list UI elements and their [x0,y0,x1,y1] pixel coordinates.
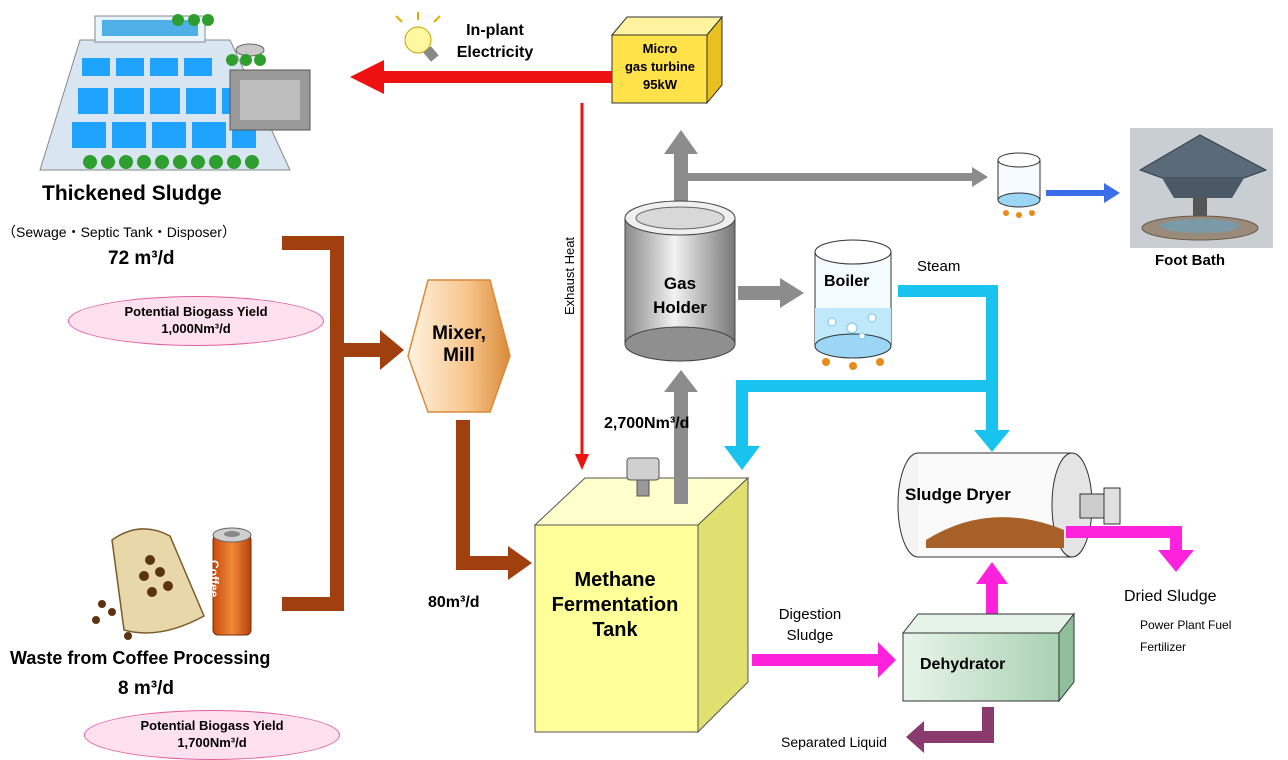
sludge-input-flow [282,236,404,611]
foot-bath-heater [997,152,1041,218]
mixer-mill-unit [407,279,511,413]
coffee-can-icon [212,527,252,636]
coffee-title: Waste from Coffee Processing [10,648,271,668]
coffee-yield-badge: Potential Biogass Yield 1,700Nm³/d [84,710,340,760]
gas-holder [624,200,736,362]
dehydrator-label: Dehydrator [920,656,1006,673]
feed-rate-label: 80m³/d [428,594,480,611]
steam-label: Steam [917,258,961,275]
boiler-label: Boiler [824,273,870,290]
micro-gas-turbine-box [610,15,724,105]
sludge-flow [752,526,1194,678]
light-bulb-icon [395,12,441,62]
sludge-yield-value: 1,000Nm³/d [161,321,231,336]
foot-bath-photo [1130,128,1273,248]
dehydrator-box [901,612,1076,703]
foot-bath-label: Foot Bath [1155,252,1225,269]
sludge-dryer [897,452,1121,558]
separated-liquid-label: Separated Liquid [781,734,887,750]
digestion-sludge-label: Digestion Sludge [778,606,842,644]
electricity-flow [350,60,612,470]
sludge-volume: 72 m³/d [108,248,175,269]
coffee-volume: 8 m³/d [118,678,174,699]
sewage-plant-icon [39,14,311,171]
use-fertilizer: Fertilizer [1140,640,1187,654]
mixer-label: Mixer, Mill [432,323,486,366]
methane-tank [533,457,750,734]
sludge-yield-label: Potential Biogass Yield [124,304,268,319]
use-power-plant-fuel: Power Plant Fuel [1140,618,1232,632]
exhaust-heat-label: Exhaust Heat [562,236,577,315]
hot-water-flow [1046,183,1120,203]
sludge-title: Thickened Sludge [42,182,222,205]
coffee-bag-icon [92,528,205,640]
coffee-yield-value: 1,700Nm³/d [177,735,247,750]
boiler [814,239,892,370]
turbine-label: Micro gas turbine 95kW [624,41,696,92]
sludge-dryer-label: Sludge Dryer [905,485,1011,504]
dried-sludge-label: Dried Sludge [1124,588,1217,605]
gas-rate-label: 2,700Nm³/d [604,415,690,432]
electricity-label: In-plant Electricity [456,22,534,61]
coffee-can-label: Coffee [207,560,221,598]
sludge-yield-badge: Potential Biogass Yield 1,000Nm³/d [68,296,324,346]
gas-holder-label: Gas Holder [653,274,707,317]
steam-flow [724,285,1010,470]
tank-label: Methane Fermentation Tank [551,569,679,641]
mixer-to-tank-flow [456,420,532,580]
separated-liquid-flow [906,707,994,753]
sludge-subtitle: （Sewage・Septic Tank・Disposer） [2,224,236,240]
coffee-yield-label: Potential Biogass Yield [140,718,284,733]
